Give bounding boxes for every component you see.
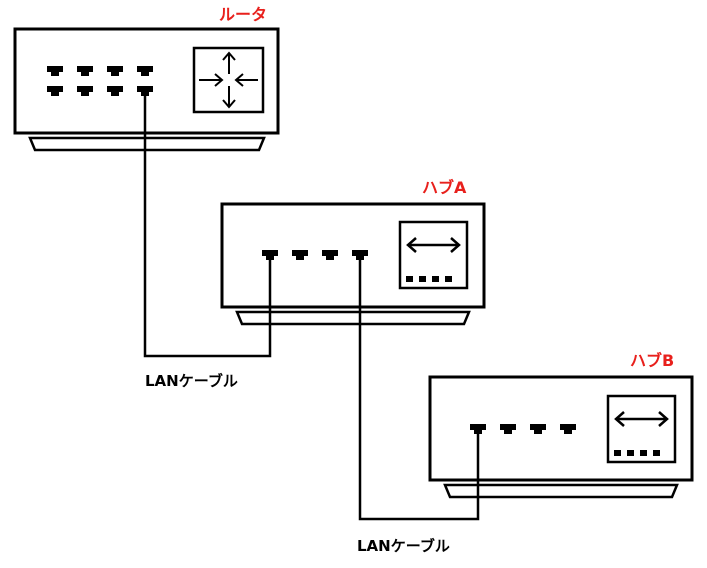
hub-b-device <box>428 375 694 499</box>
hub-a-device <box>220 202 486 326</box>
lan-cable-label-2: LANケーブル <box>357 537 450 555</box>
double-arrow-icon <box>398 220 469 290</box>
hub-a-ports <box>262 250 368 260</box>
lan-cable-label-1: LANケーブル <box>145 372 238 390</box>
hub-a-label: ハブA <box>422 178 467 197</box>
four-way-arrows-icon <box>192 46 265 114</box>
router-label: ルータ <box>219 5 267 24</box>
lan-cable-router-hub-a <box>143 96 272 358</box>
hub-b-ports <box>470 424 576 434</box>
hub-b-label: ハブB <box>630 351 674 370</box>
router-ports <box>47 66 153 96</box>
lan-cable-hub-a-hub-b <box>358 260 480 521</box>
router-device <box>13 27 280 152</box>
double-arrow-icon <box>606 394 677 464</box>
